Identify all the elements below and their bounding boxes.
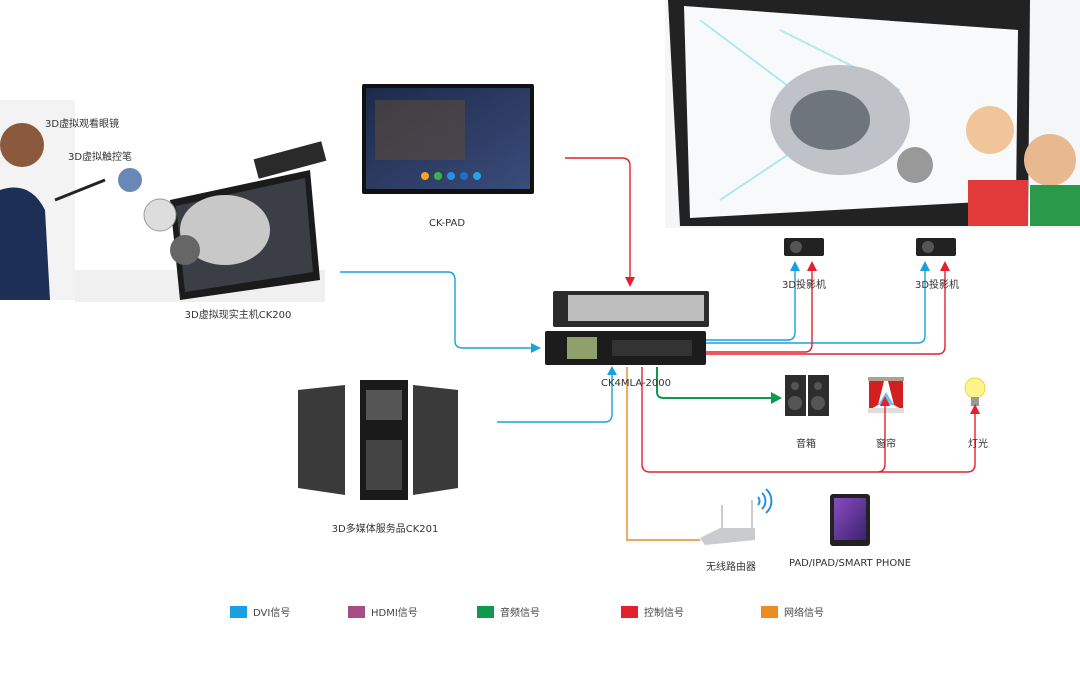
legend-swatch xyxy=(621,605,638,618)
legend-item-hdmi: HDMI信号 xyxy=(348,604,418,619)
dvi-line-projector1 xyxy=(706,270,796,341)
host-label: 3D虚拟现实主机CK200 xyxy=(184,310,292,321)
legend-label: 音频信号 xyxy=(500,608,540,619)
control-line-projector2 xyxy=(706,270,946,355)
speaker-label: 音箱 xyxy=(796,439,816,450)
legend-item-network: 网络信号 xyxy=(761,604,824,619)
legend-swatch xyxy=(761,605,778,618)
legend-swatch xyxy=(348,605,365,618)
control-line-devices xyxy=(641,367,976,473)
control-line-projector1 xyxy=(706,270,813,353)
3d-cinema-screen-image xyxy=(665,0,1080,228)
stylus-label: 3D虚拟触控笔 xyxy=(68,152,133,163)
light-label: 灯光 xyxy=(968,439,988,450)
legend-label: DVI信号 xyxy=(253,608,291,619)
glasses-label: 3D虚拟观看眼镜 xyxy=(45,119,120,130)
legend-item-control: 控制信号 xyxy=(621,604,684,619)
matrix-ck4mla-2000-image xyxy=(545,291,709,365)
legend-label: 控制信号 xyxy=(644,608,684,619)
router-label: 无线路由器 xyxy=(706,562,756,573)
network-line-router xyxy=(626,367,700,541)
curtain-icon xyxy=(868,377,904,413)
vr-host-ck200-image xyxy=(0,100,327,302)
legend-item-audio: 音频信号 xyxy=(477,604,540,619)
legend-swatch xyxy=(477,605,494,618)
mobile-label: PAD/IPAD/SMART PHONE xyxy=(788,558,912,569)
light-bulb-icon xyxy=(964,377,986,406)
legend-label: 网络信号 xyxy=(784,608,824,619)
dvi-line-projector2 xyxy=(706,270,926,344)
speaker-icon xyxy=(785,375,829,416)
dvi-line-host xyxy=(340,271,533,349)
ck-pad-image xyxy=(362,84,534,194)
projector-2-icon xyxy=(916,238,956,256)
signal-arrows xyxy=(531,261,980,414)
dvi-line-server xyxy=(497,374,613,423)
audio-line-speaker xyxy=(656,367,772,399)
projector1-label: 3D投影机 xyxy=(781,280,827,291)
media-server-ck201-image xyxy=(298,380,458,500)
wireless-router-icon xyxy=(700,488,773,545)
server-label: 3D多媒体服务品CK201 xyxy=(331,524,439,535)
pad-label: CK-PAD xyxy=(428,218,466,229)
legend-label: HDMI信号 xyxy=(371,608,418,619)
legend-swatch xyxy=(230,605,247,618)
projector2-label: 3D投影机 xyxy=(914,280,960,291)
control-line-pad xyxy=(565,157,631,278)
legend-item-dvi: DVI信号 xyxy=(230,604,290,619)
tablet-icon xyxy=(830,494,870,546)
matrix-label: CK4MLA-2000 xyxy=(600,378,672,389)
curtain-label: 窗帘 xyxy=(876,439,896,450)
projector-1-icon xyxy=(784,238,824,256)
